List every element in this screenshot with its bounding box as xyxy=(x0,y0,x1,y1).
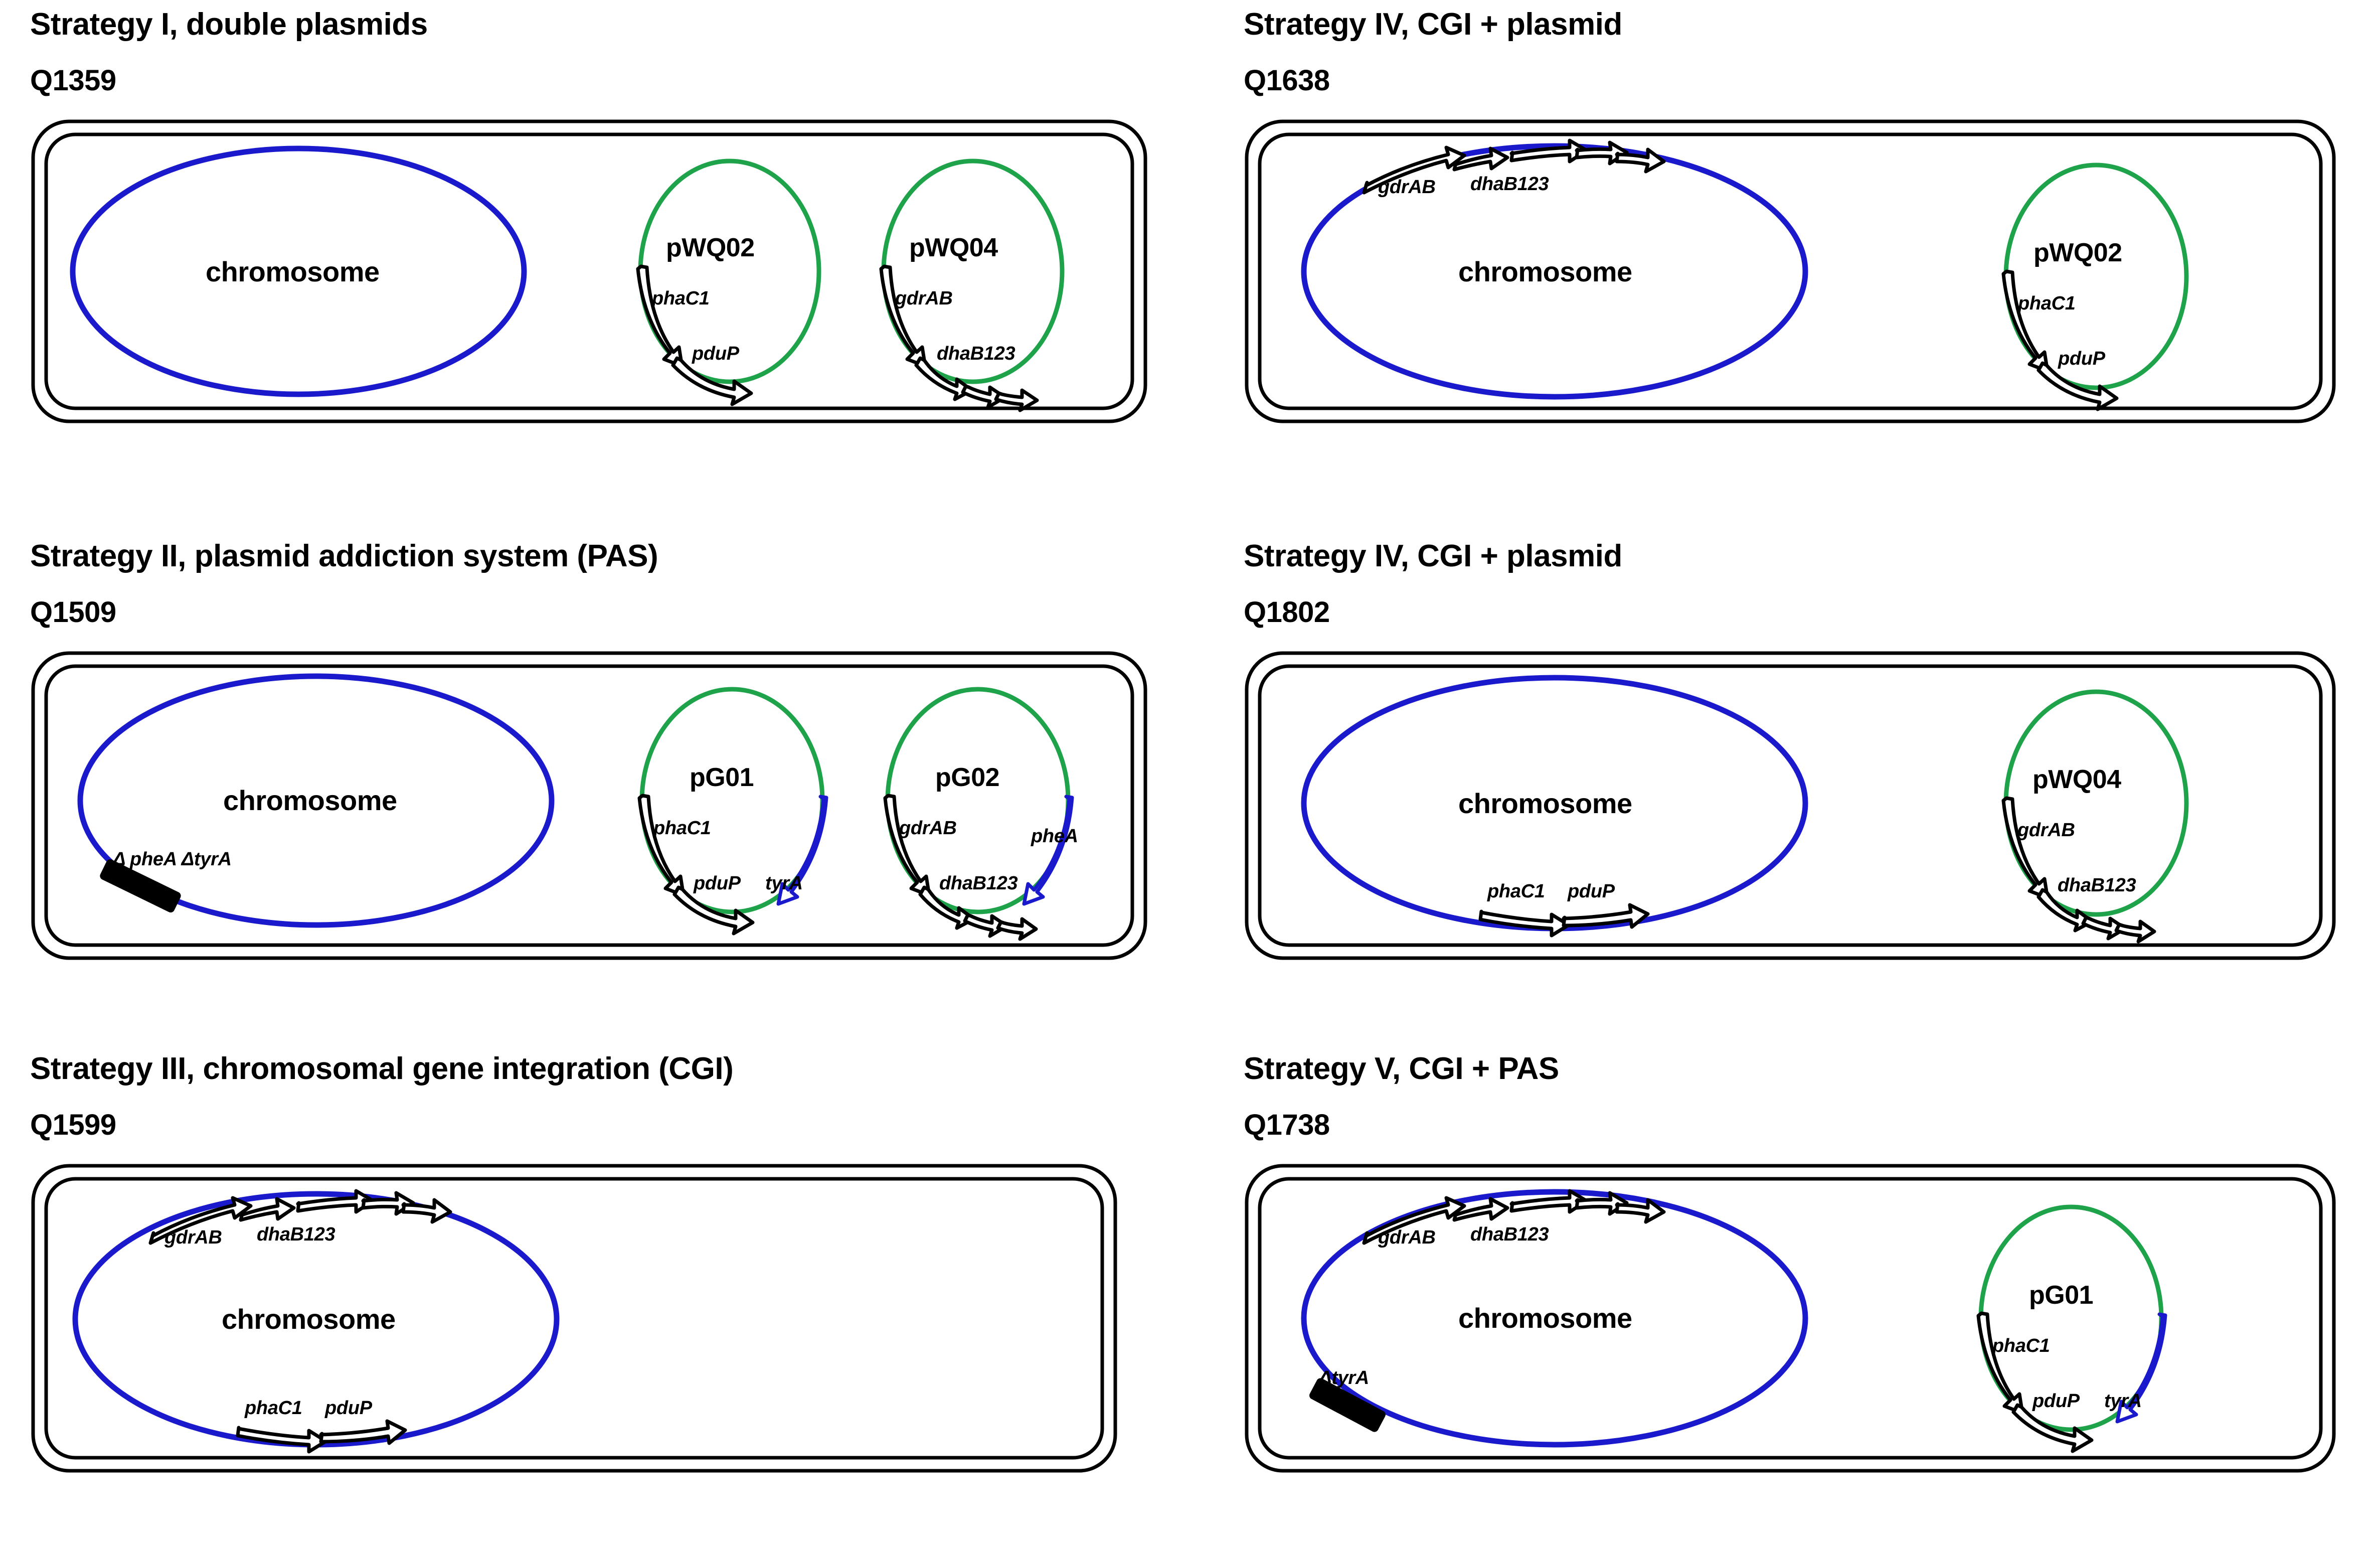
gene-label-pheA: pheA xyxy=(1031,826,1078,847)
chromosome-label: chromosome xyxy=(222,1303,396,1335)
gene-label-pduP: pduP xyxy=(692,343,739,364)
panel-strategy-i: Strategy I, double plasmids Q1359 xyxy=(30,9,1148,424)
plasmid-label-1: pG01 xyxy=(690,763,754,792)
chromosome-circle xyxy=(1301,143,1808,400)
panel-strategy-ii-pas: Strategy II, plasmid addiction system (P… xyxy=(30,541,1148,961)
gene-label-gdrAB: gdrAB xyxy=(1378,1227,1436,1248)
cell-diagram xyxy=(1245,119,2336,423)
gene-arrow-pheA xyxy=(1022,795,1074,906)
deletion-label: Δ pheA ΔtyrA xyxy=(113,849,232,870)
cell-diagram xyxy=(1245,651,2336,960)
cell-diagram xyxy=(31,1164,1117,1473)
cell-envelope: chromosome gdrAB dhaB123 phaC1 pduP xyxy=(30,1163,1118,1474)
gene-label-phaC1: phaC1 xyxy=(2018,293,2076,314)
strain-id: Q1509 xyxy=(30,596,116,629)
gene-arrow-dhaB123 xyxy=(1509,138,1666,174)
gene-arrow-dhaB123 xyxy=(1509,1189,1666,1224)
gene-label-phaC1: phaC1 xyxy=(653,818,711,839)
panel-title: Strategy I, double plasmids xyxy=(30,7,428,42)
gene-label-pduP: pduP xyxy=(1568,881,1615,902)
gene-label-dhaB123: dhaB123 xyxy=(937,343,1015,364)
plasmid-label-2: pWQ04 xyxy=(909,233,998,262)
cell-diagram xyxy=(31,119,1147,423)
panel-title: Strategy IV, CGI + plasmid xyxy=(1244,7,1622,42)
gene-label-pduP: pduP xyxy=(2058,348,2105,369)
gene-label-dhaB123: dhaB123 xyxy=(257,1224,335,1245)
gene-label-gdrAB: gdrAB xyxy=(1378,177,1436,198)
cell-envelope: chromosome phaC1 pduP pWQ04 gdrAB dhaB12… xyxy=(1244,650,2337,961)
cell-envelope: chromosome gdrAB dhaB123 ΔtyrA pG01 phaC… xyxy=(1244,1163,2337,1474)
chromosome-label: chromosome xyxy=(206,256,380,287)
gene-arrow-pduP xyxy=(2011,1403,2094,1453)
cell-envelope: chromosome Δ pheA ΔtyrA pG01 phaC1 pduP … xyxy=(30,650,1148,961)
panel-strategy-iii-cgi: Strategy III, chromosomal gene integrati… xyxy=(30,1053,1118,1474)
chromosome-circle xyxy=(77,673,555,928)
gene-arrow-pduP xyxy=(671,356,753,406)
gene-label-phaC1: phaC1 xyxy=(1992,1335,2050,1356)
gene-label-dhaB123: dhaB123 xyxy=(1470,174,1549,195)
strain-id: Q1638 xyxy=(1244,64,1330,97)
gene-arrow-tyrA xyxy=(2115,1312,2167,1424)
gene-label-gdrAB: gdrAB xyxy=(2017,820,2075,841)
plasmid-label-1: pWQ02 xyxy=(666,233,755,262)
plasmid-label-1: pWQ02 xyxy=(2033,238,2122,267)
gene-label-pduP: pduP xyxy=(325,1398,372,1419)
plasmid-label-2: pG02 xyxy=(935,763,1000,792)
gene-label-tyrA: tyrA xyxy=(2104,1391,2142,1412)
panel-title: Strategy IV, CGI + plasmid xyxy=(1244,539,1622,573)
deletion-marker xyxy=(1309,1378,1386,1432)
deletion-label: ΔtyrA xyxy=(1319,1367,1370,1388)
gene-label-pduP: pduP xyxy=(2032,1391,2080,1412)
gene-label-tyrA: tyrA xyxy=(765,873,803,894)
gene-label-dhaB123: dhaB123 xyxy=(939,873,1018,894)
panel-strategy-iv-q1802: Strategy IV, CGI + plasmid Q1802 xyxy=(1244,541,2337,961)
deletion-marker xyxy=(100,859,181,913)
gene-label-dhaB123: dhaB123 xyxy=(1470,1224,1549,1245)
gene-label-pduP: pduP xyxy=(694,873,741,894)
gene-label-gdrAB: gdrAB xyxy=(895,288,953,309)
gene-arrow-tyrA xyxy=(776,795,828,906)
gene-arrow-gdrAB xyxy=(148,1196,296,1245)
panel-strategy-v-cgi-pas: Strategy V, CGI + PAS Q1738 xyxy=(1244,1053,2337,1474)
gene-label-phaC1: phaC1 xyxy=(652,288,710,309)
plasmid-label-1: pG01 xyxy=(2029,1281,2094,1310)
panel-strategy-iv-q1638: Strategy IV, CGI + plasmid Q1638 xyxy=(1244,9,2337,424)
gene-label-phaC1: phaC1 xyxy=(245,1398,302,1419)
panel-title: Strategy III, chromosomal gene integrati… xyxy=(30,1051,734,1086)
strain-id: Q1359 xyxy=(30,64,116,97)
strain-id: Q1802 xyxy=(1244,596,1330,629)
gene-arrow-gdrAB xyxy=(1362,145,1509,195)
chromosome-circle xyxy=(70,145,527,397)
gene-arrow-gdrAB xyxy=(1362,1196,1509,1245)
gene-label-gdrAB: gdrAB xyxy=(164,1227,222,1248)
cell-envelope: chromosome gdrAB dhaB123 pWQ02 phaC1 pdu… xyxy=(1244,118,2337,424)
gene-arrow-pduP xyxy=(319,1419,407,1445)
gene-arrow-pduP xyxy=(2036,361,2119,411)
strain-id: Q1599 xyxy=(30,1109,116,1141)
chromosome-label: chromosome xyxy=(1458,1302,1632,1334)
gene-label-dhaB123: dhaB123 xyxy=(2058,875,2136,896)
gene-arrow-dhaB123 xyxy=(296,1189,452,1224)
gene-arrow-dhaB123 xyxy=(914,356,1039,412)
cell-diagram xyxy=(31,651,1147,960)
gene-label-phaC1: phaC1 xyxy=(1487,881,1545,902)
cell-envelope: chromosome pWQ02 pWQ04 phaC1 pduP gdrAB … xyxy=(30,118,1148,424)
cell-diagram xyxy=(1245,1164,2336,1473)
gene-arrow-pduP xyxy=(1562,903,1650,929)
plasmid-label-1: pWQ04 xyxy=(2032,765,2121,794)
panel-title: Strategy II, plasmid addiction system (P… xyxy=(30,539,658,573)
chromosome-label: chromosome xyxy=(223,785,397,816)
panel-title: Strategy V, CGI + PAS xyxy=(1244,1051,1559,1086)
gene-label-gdrAB: gdrAB xyxy=(899,818,957,839)
gene-arrow-dhaB123 xyxy=(2036,888,2156,944)
chromosome-label: chromosome xyxy=(1458,788,1632,819)
chromosome-label: chromosome xyxy=(1458,256,1632,287)
chromosome-circle xyxy=(1301,1189,1808,1448)
gene-arrow-pduP xyxy=(672,885,755,936)
gene-arrow-dhaB123 xyxy=(918,885,1038,941)
strain-id: Q1738 xyxy=(1244,1109,1330,1141)
